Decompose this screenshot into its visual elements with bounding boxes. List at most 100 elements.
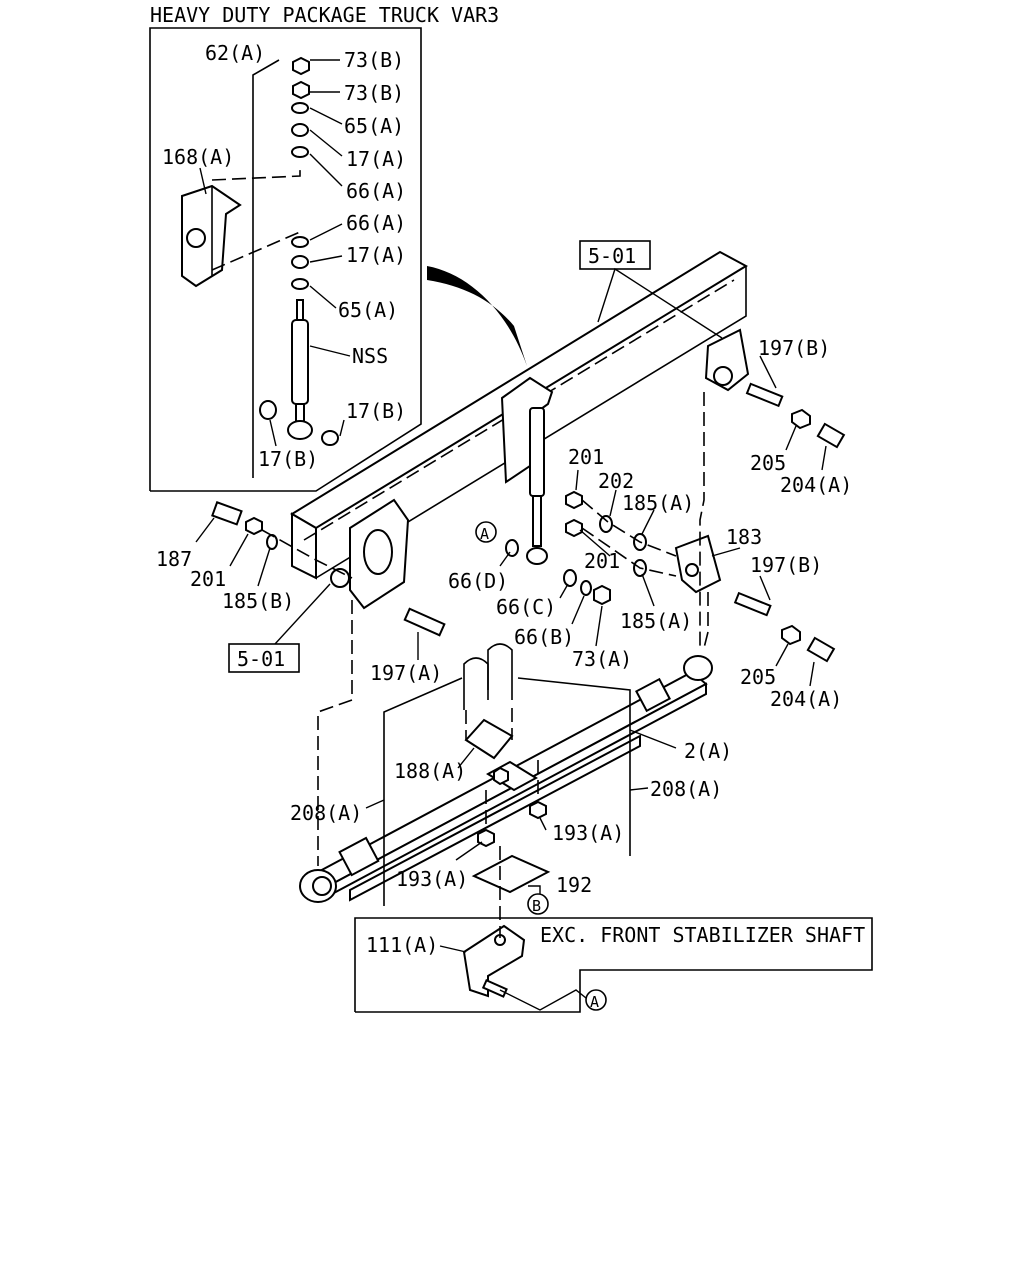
spring-front-eye-hole <box>312 876 332 896</box>
bracket-111a <box>462 924 526 998</box>
bushing-205-upper <box>791 408 811 430</box>
leader-ref-a-lower <box>499 989 587 1011</box>
dash-shackle-bolts <box>581 499 677 557</box>
label-192: 192 <box>556 873 592 897</box>
part-labels: 62(A) 73(B) 73(B) 65(A) 17(A) 168(A) 66(… <box>156 41 852 957</box>
spring-rear-eye <box>683 655 713 681</box>
circle-ref-a-upper <box>475 521 497 543</box>
bushing-17b-left <box>259 400 277 420</box>
label-201-front: 201 <box>190 567 226 591</box>
label-66a-upper: 66(A) <box>346 179 406 203</box>
grease-187 <box>211 501 243 526</box>
circle-ref-a-lower-text: A <box>590 993 599 1011</box>
label-185a-upper: 185(A) <box>622 491 694 515</box>
bolt-set-rear <box>733 382 846 663</box>
note-box-text: EXC. FRONT STABILIZER SHAFT <box>540 923 865 947</box>
label-73b-lower: 73(B) <box>344 81 404 105</box>
bolt-197b-upper <box>745 382 784 408</box>
rear-hanger-eye <box>713 366 733 386</box>
bushing-17a-lower <box>291 255 309 269</box>
label-201-upper: 201 <box>568 445 604 469</box>
ref-box-top-leader <box>597 267 723 339</box>
spring-shackle <box>565 490 722 594</box>
label-185a-lower: 185(A) <box>620 609 692 633</box>
label-187: 187 <box>156 547 192 571</box>
label-17a-upper: 17(A) <box>346 147 406 171</box>
label-17b-left: 17(B) <box>258 447 318 471</box>
dash-front-bolt <box>261 529 353 579</box>
shock-absorber-inset <box>149 27 422 492</box>
label-197b-upper: 197(B) <box>758 336 830 360</box>
inset-pointer-arrow <box>427 266 527 366</box>
bracket-208a-right <box>517 677 631 856</box>
rail-bottom-edge <box>315 266 747 579</box>
label-188a: 188(A) <box>394 759 466 783</box>
washer-66a-upper <box>291 146 309 158</box>
grease-204a-upper <box>816 422 846 449</box>
label-nss: NSS <box>352 344 388 368</box>
label-66a-lower: 66(A) <box>346 211 406 235</box>
note-box-frame <box>354 917 873 1013</box>
u-bolt-left <box>463 657 489 710</box>
ref-box-5-01-left-text: 5-01 <box>237 647 285 671</box>
dash-rear-hanger <box>699 392 705 650</box>
washer-65a-lower <box>291 278 309 290</box>
circle-ref-b <box>527 893 549 915</box>
label-66c: 66(C) <box>496 595 556 619</box>
stabilizer-note-box: EXC. FRONT STABILIZER SHAFT <box>354 917 873 1013</box>
nut-201-front <box>245 516 263 536</box>
label-204a-lower: 204(A) <box>770 687 842 711</box>
label-183: 183 <box>726 525 762 549</box>
label-208a-right: 208(A) <box>650 777 722 801</box>
label-66b: 66(B) <box>514 625 574 649</box>
bolt-197a <box>403 607 446 637</box>
bracket-168a <box>181 184 242 288</box>
bushing-205-lower <box>781 624 801 646</box>
dash-shackle-bolts-lower <box>581 527 677 577</box>
rear-spring-hanger <box>704 328 750 392</box>
nut-73b-upper <box>292 56 310 76</box>
bushing-17a-upper <box>291 123 309 137</box>
label-168a: 168(A) <box>162 145 234 169</box>
circle-ref-a-upper-text: A <box>480 525 489 543</box>
circle-ref-a-lower <box>585 989 607 1011</box>
label-2a: 2(A) <box>684 739 732 763</box>
label-197a: 197(A) <box>370 661 442 685</box>
washer-65a-upper <box>291 102 309 114</box>
label-205-upper: 205 <box>750 451 786 475</box>
label-204a-upper: 204(A) <box>780 473 852 497</box>
shock-body <box>291 319 309 405</box>
label-205-lower: 205 <box>740 665 776 689</box>
label-17b-right: 17(B) <box>346 399 406 423</box>
washer-202 <box>599 515 613 533</box>
label-65a-upper: 65(A) <box>344 114 404 138</box>
bracket-hole <box>186 228 206 248</box>
spring-seat-188a <box>464 718 514 760</box>
inset-frame <box>149 27 422 492</box>
shackle-hole <box>685 563 699 577</box>
washer-66d <box>505 539 519 557</box>
label-185b: 185(B) <box>222 589 294 613</box>
nut-201-lower <box>565 518 583 538</box>
diagram-title: HEAVY DUTY PACKAGE TRUCK VAR3 <box>150 3 499 27</box>
mounted-shock-rod <box>532 495 542 547</box>
washer-66b <box>580 580 592 596</box>
nut-73b-lower <box>292 80 310 100</box>
alignment-lines <box>261 392 709 938</box>
washer-185b <box>266 534 278 550</box>
bushing-17b-right <box>321 430 339 446</box>
spring-clip-front <box>338 836 380 877</box>
label-73b-upper: 73(B) <box>344 48 404 72</box>
dash-front-hanger <box>317 600 353 866</box>
shock-rod <box>296 299 304 323</box>
nut-73a <box>593 584 611 606</box>
bolt-197b-lower <box>733 591 772 617</box>
leader-lines <box>195 59 827 953</box>
inset-parts-bracket <box>252 59 280 478</box>
ref-box-5-01-top-text: 5-01 <box>588 244 636 268</box>
label-62a: 62(A) <box>205 41 265 65</box>
dash-shackle <box>703 592 709 649</box>
bracket-208a-left <box>383 677 463 906</box>
washer-66a-lower <box>291 236 309 248</box>
label-193a-right: 193(A) <box>552 821 624 845</box>
